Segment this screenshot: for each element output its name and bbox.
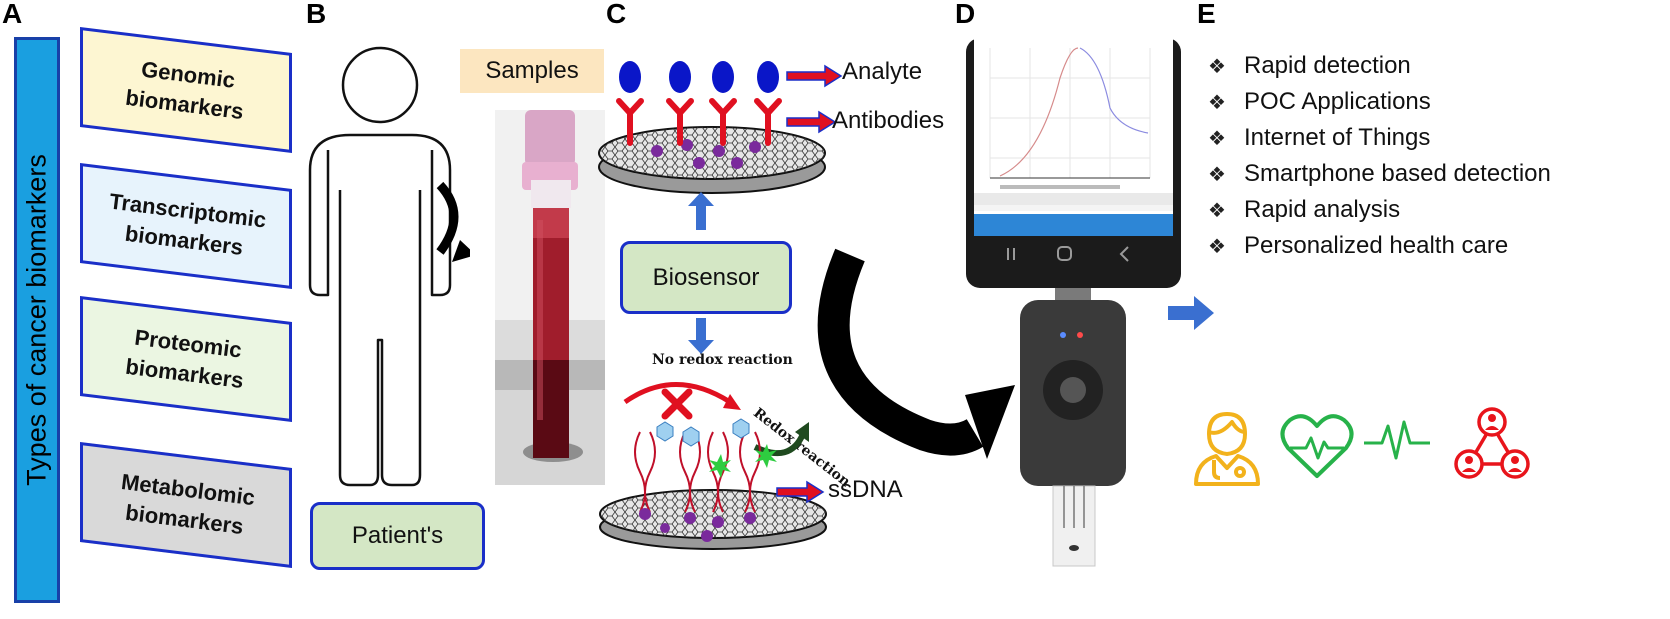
feature-item: ❖ Rapid analysis [1208, 192, 1551, 228]
heart-rate-icon [1280, 414, 1354, 478]
network-people-icon [1454, 407, 1530, 479]
biosensor-box: Biosensor [620, 241, 792, 314]
feature-text: Personalized health care [1244, 232, 1509, 259]
panel-letter-b: B [306, 0, 327, 29]
feature-item: ❖ Smartphone based detection [1208, 156, 1551, 192]
ssdna-pointer-arrow [776, 480, 825, 504]
diamond-bullet-icon: ❖ [1208, 200, 1226, 222]
diamond-bullet-icon: ❖ [1208, 128, 1226, 150]
diamond-bullet-icon: ❖ [1208, 164, 1226, 186]
genomic-biomarkers-box: Genomic biomarkers [80, 26, 292, 154]
proteomic-biomarkers-box: Proteomic biomarkers [80, 295, 292, 423]
samples-label: Samples [460, 49, 604, 93]
no-redox-reaction-label: No redox reaction [652, 352, 793, 368]
antibody-sensor-plate [598, 61, 826, 194]
smartphone-device-icon [966, 38, 1181, 567]
panel-letter-d: D [955, 0, 976, 29]
diamond-bullet-icon: ❖ [1208, 92, 1226, 114]
ssdna-label: ssDNA [828, 476, 903, 503]
box-label: Proteomic biomarkers [123, 324, 245, 394]
box-label: Transcriptomic biomarkers [108, 188, 268, 261]
patient-outline-icon [308, 46, 470, 487]
feature-item: ❖ POC Applications [1208, 84, 1551, 120]
transcriptomic-biomarkers-box: Transcriptomic biomarkers [80, 162, 292, 290]
feature-text: Rapid detection [1244, 52, 1411, 79]
box-label: Metabolomic biomarkers [119, 469, 257, 540]
feature-item: ❖ Personalized health care [1208, 228, 1551, 264]
diamond-bullet-icon: ❖ [1208, 236, 1226, 258]
analyte-pointer-arrows [786, 64, 843, 134]
pulse-wave-icon [1364, 420, 1430, 460]
feature-text: Internet of Things [1244, 124, 1431, 151]
patients-box: Patient's [310, 502, 485, 570]
feature-text: POC Applications [1244, 88, 1431, 115]
feature-item: ❖ Internet of Things [1208, 120, 1551, 156]
arrow-up-icon [688, 192, 714, 230]
feature-item: ❖ Rapid detection [1208, 48, 1551, 84]
arrow-down-icon [688, 318, 714, 354]
diamond-bullet-icon: ❖ [1208, 56, 1226, 78]
panel-letter-e: E [1197, 0, 1216, 29]
analyte-label: Analyte [842, 58, 923, 85]
antibodies-label: Antibodies [832, 107, 945, 134]
feature-text: Rapid analysis [1244, 196, 1401, 223]
dna-sensor-plate [599, 382, 827, 550]
vertical-title: Types of cancer biomarkers [21, 154, 52, 486]
arrow-right-icon [1168, 296, 1214, 330]
blood-sample-tube-icon [495, 110, 605, 485]
cancer-biomarker-types-bar: Types of cancer biomarkers [14, 37, 60, 603]
metabolomic-biomarkers-box: Metabolomic biomarkers [80, 441, 292, 569]
curved-arrow-icon [817, 248, 1015, 459]
box-label: Genomic biomarkers [123, 56, 245, 125]
doctor-icon [1194, 412, 1260, 486]
feature-text: Smartphone based detection [1244, 160, 1551, 187]
feature-list: ❖ Rapid detection ❖ POC Applications ❖ Inte… [1208, 48, 1551, 264]
panel-letter-a: A [2, 0, 23, 29]
panel-letter-c: C [606, 0, 627, 29]
